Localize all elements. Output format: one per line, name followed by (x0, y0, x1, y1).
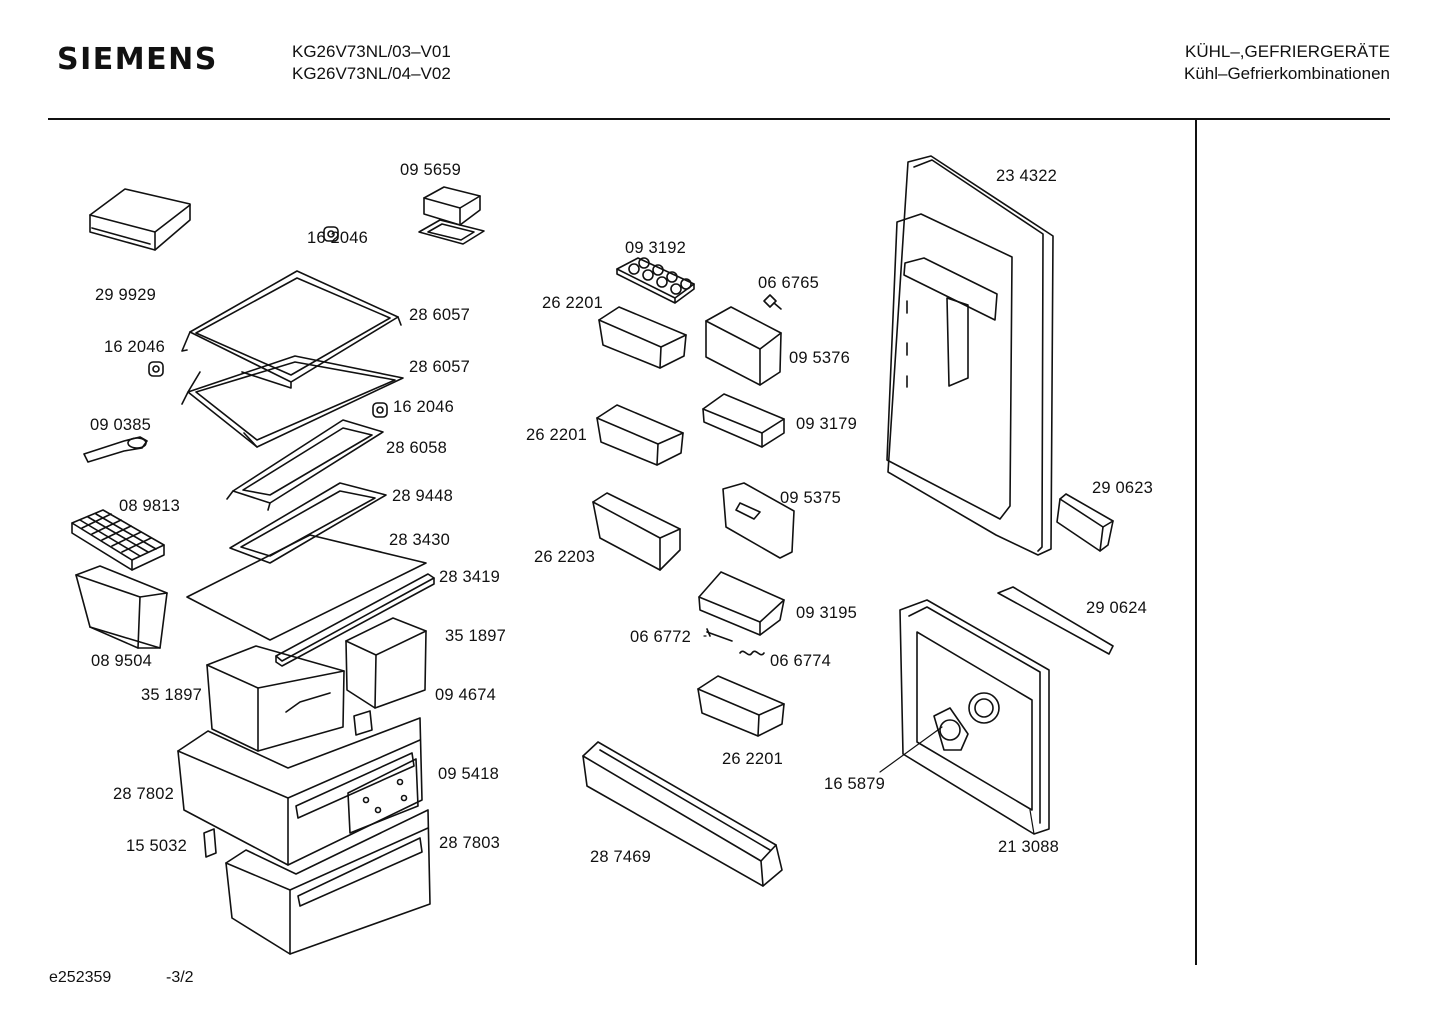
part-label: 09 4674 (435, 686, 497, 704)
door-tray-icon (703, 394, 784, 447)
part-label: 28 3430 (389, 531, 451, 549)
part-label: 28 6057 (409, 358, 471, 376)
part-label: 29 0624 (1086, 599, 1148, 617)
part-label: 29 0623 (1092, 479, 1154, 497)
shelf-bumper-icon (149, 227, 387, 417)
part-label: 28 6057 (409, 306, 471, 324)
model-number-1: KG26V73NL/03–V01 (292, 42, 451, 61)
document-id: e252359 (49, 969, 112, 986)
clip-icon (204, 829, 216, 857)
flap-icon (723, 483, 794, 558)
part-label: 28 7802 (113, 785, 175, 803)
part-label: 21 3088 (998, 838, 1060, 856)
fridge-door-icon (887, 156, 1053, 555)
door-bin-icon (698, 676, 784, 736)
part-label: 28 6058 (386, 439, 448, 457)
part-label: 15 5032 (126, 837, 188, 855)
part-label: 29 9929 (95, 286, 157, 304)
part-label: 09 3195 (796, 604, 858, 622)
door-bin-icon (593, 493, 680, 570)
part-label: 28 7803 (439, 834, 501, 852)
model-number-2: KG26V73NL/04–V02 (292, 64, 451, 83)
part-label: 09 0385 (90, 416, 152, 434)
part-label: 26 2203 (534, 548, 596, 566)
category-subtitle: Kühl–Gefrierkombinationen (1183, 64, 1390, 83)
part-label: 16 2046 (104, 338, 166, 356)
page-number: -3/2 (166, 969, 194, 986)
freezer-drawer-icon (178, 718, 422, 865)
ice-tray-icon (72, 510, 164, 570)
ice-box-icon (76, 566, 167, 648)
clip-icon (354, 711, 372, 735)
part-label: 26 2201 (722, 750, 784, 768)
part-label: 35 1897 (445, 627, 507, 645)
part-label: 16 2046 (307, 229, 369, 247)
crisper-bin-icon (207, 646, 344, 751)
header-divider (48, 118, 1390, 120)
scraper-icon (84, 437, 147, 462)
spring-icon (740, 651, 764, 654)
category-title: KÜHL–,GEFRIERGERÄTE (1185, 42, 1390, 61)
part-label: 08 9504 (91, 652, 153, 670)
rail-icon (1057, 494, 1113, 551)
egg-tray-icon (617, 258, 694, 303)
part-label: 23 4322 (996, 167, 1058, 185)
part-label: 08 9813 (119, 497, 181, 515)
leader-lines (704, 636, 1034, 834)
part-label: 28 9448 (392, 487, 454, 505)
lamp-cover-icon (419, 187, 484, 244)
part-label: 09 5375 (780, 489, 842, 507)
part-label: 16 2046 (393, 398, 455, 416)
right-margin-divider (1195, 119, 1197, 965)
shelf-frame-icon (230, 483, 386, 563)
glass-plate-icon (187, 535, 426, 640)
pin-icon (707, 629, 732, 641)
trim-strip-icon (276, 574, 434, 666)
screw-icon (764, 295, 781, 309)
glass-shelf-icon (182, 356, 403, 447)
door-tray-icon (699, 572, 784, 635)
part-label: 06 6772 (630, 628, 692, 646)
part-label: 06 6774 (770, 652, 832, 670)
glass-shelf-icon (182, 271, 401, 388)
part-label: 09 5418 (438, 765, 500, 783)
hinge-cap-icon (934, 708, 968, 750)
part-label: 09 5659 (400, 161, 462, 179)
freezer-door-icon (900, 600, 1049, 834)
butter-compartment-icon (706, 307, 781, 385)
crisper-bin-icon (346, 618, 426, 708)
part-label: 26 2201 (526, 426, 588, 444)
butter-box-icon (90, 189, 190, 250)
part-label: 28 3419 (439, 568, 501, 586)
part-label: 09 5376 (789, 349, 851, 367)
shelf-frame-icon (227, 420, 383, 510)
part-label: 35 1897 (141, 686, 203, 704)
part-label: 09 3179 (796, 415, 858, 433)
bottle-shelf-icon (583, 742, 782, 886)
door-bin-icon (599, 307, 686, 368)
brand-logo: SIEMENS (57, 42, 218, 77)
part-label: 16 5879 (824, 775, 886, 793)
part-label: 26 2201 (542, 294, 604, 312)
bracket-icon (348, 759, 418, 833)
part-label: 06 6765 (758, 274, 820, 292)
part-label: 09 3192 (625, 239, 687, 257)
rail-icon (998, 587, 1113, 654)
part-label: 28 7469 (590, 848, 652, 866)
freezer-drawer-icon (226, 810, 430, 954)
door-bin-icon (597, 405, 683, 465)
